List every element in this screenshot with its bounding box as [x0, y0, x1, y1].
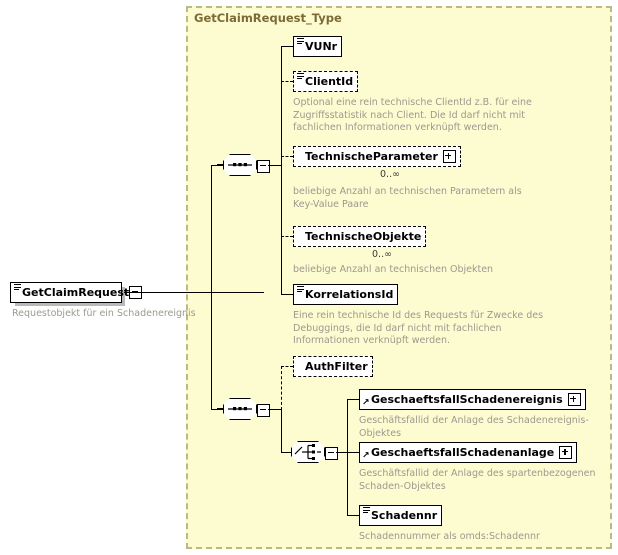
sequence-icon — [228, 163, 252, 167]
complex-type-title: GetClaimRequest_Type — [194, 11, 342, 25]
sequence-compositor-2[interactable] — [217, 398, 270, 424]
connector-to-geschaeftsfallschadenanlage — [347, 452, 359, 454]
connector-seq2-rail-down — [281, 409, 283, 453]
element-node-technischeobjekte[interactable]: TechnischeObjekte — [293, 226, 430, 250]
root-element-label: GetClaimRequest — [22, 286, 130, 299]
connector-to-technischeparameter — [281, 156, 293, 157]
sequence-icon — [228, 407, 252, 411]
annotation-technischeobjekte: beliebige Anzahl an technischen Objekten — [293, 264, 494, 275]
element-node-schadennr[interactable]: Schadennr — [359, 505, 446, 529]
choice-compositor[interactable] — [291, 441, 338, 467]
element-node-clientid[interactable]: ClientId — [293, 71, 362, 95]
annotation-korrelationsid: Eine rein technische Id des Requests für… — [293, 310, 544, 346]
technischeparameter-expander-plus-icon[interactable] — [442, 150, 456, 163]
element-lines-icon — [297, 286, 304, 293]
cardinality-technischeobjekte: 0..∞ — [372, 249, 392, 260]
element-label-technischeobjekte: TechnischeObjekte — [305, 230, 422, 243]
annotation-geschaeftsfallschadenereignis: Geschäftsfallid der Anlage des Schadener… — [359, 415, 589, 439]
annotation-geschaeftsfallschadenanlage: Geschäftsfallid der Anlage des spartenbe… — [359, 468, 596, 492]
connector-choice-rail — [347, 399, 349, 516]
element-node-vunr[interactable]: VUNr — [293, 36, 346, 60]
annotation-schadennr: Schadennummer als omds:Schadennr — [359, 531, 540, 542]
connector-choice-out — [336, 452, 348, 454]
element-node-korrelationsid[interactable]: KorrelationsId — [293, 284, 402, 308]
annotation-technischeparameter: beliebige Anzahl an technischen Paramete… — [293, 186, 522, 210]
connector-to-clientid — [281, 81, 293, 82]
type-arrow-icon: ↗ — [362, 451, 370, 461]
element-lines-icon — [297, 38, 304, 45]
element-label-geschaeftsfallschadenanlage: GeschaeftsfallSchadenanlage — [371, 446, 555, 459]
type-arrow-icon: ↗ — [362, 398, 370, 408]
connector-seq1-rail — [281, 46, 283, 295]
element-lines-icon — [14, 284, 21, 291]
geschaeftsfallschadenanlage-expander-plus-icon[interactable] — [559, 446, 573, 459]
element-label-authfilter: AuthFilter — [305, 360, 368, 373]
root-element-annotation: Requestobjekt für ein Schadenereignis — [12, 308, 196, 319]
root-element-node[interactable]: GetClaimRequest — [10, 282, 143, 306]
element-node-authfilter[interactable]: AuthFilter — [293, 356, 376, 380]
cardinality-technischeparameter: 0..∞ — [380, 169, 400, 180]
connector-to-choice — [281, 452, 291, 454]
connector-trunk-to-seq1 — [211, 165, 223, 167]
element-label-geschaeftsfallschadenereignis: GeschaeftsfallSchadenereignis — [371, 393, 563, 406]
connector-to-schadennr — [347, 515, 359, 517]
connector-to-geschaeftsfallschadenereignis — [347, 399, 359, 401]
geschaeftsfallschadenereignis-expander-plus-icon[interactable] — [567, 393, 581, 406]
connector-seq1-out — [268, 165, 282, 167]
connector-to-authfilter — [281, 366, 293, 367]
element-node-geschaeftsfallschadenanlage[interactable]: ↗ GeschaeftsfallSchadenanlage — [359, 442, 581, 466]
element-lines-icon — [297, 73, 304, 80]
connector-to-technischeobjekte — [281, 236, 293, 237]
sequence-1-expander-minus-icon[interactable] — [257, 159, 270, 173]
connector-seq2-rail-up — [281, 366, 282, 410]
sequence-compositor-1[interactable] — [217, 154, 270, 180]
connector-root-out — [124, 291, 264, 293]
element-label-schadennr: Schadennr — [371, 509, 438, 522]
element-lines-icon — [363, 507, 370, 514]
element-label-korrelationsid: KorrelationsId — [305, 288, 394, 301]
element-label-vunr: VUNr — [305, 40, 338, 53]
element-label-clientid: ClientId — [305, 75, 354, 88]
annotation-clientid: Optional eine rein technische ClientId z… — [293, 97, 532, 133]
sequence-2-expander-minus-icon[interactable] — [257, 403, 270, 417]
element-node-geschaeftsfallschadenereignis[interactable]: ↗ GeschaeftsfallSchadenereignis — [359, 389, 589, 413]
connector-trunk-to-seq2 — [211, 409, 223, 411]
connector-to-korrelationsid — [281, 294, 293, 296]
root-element-group: GetClaimRequest — [10, 282, 143, 306]
element-node-technischeparameter[interactable]: TechnischeParameter — [293, 146, 464, 170]
connector-trunk-vertical — [211, 165, 213, 410]
element-label-technischeparameter: TechnischeParameter — [305, 150, 438, 163]
connector-seq2-out — [268, 409, 282, 411]
choice-icon — [294, 444, 321, 460]
connector-to-vunr — [281, 46, 293, 48]
